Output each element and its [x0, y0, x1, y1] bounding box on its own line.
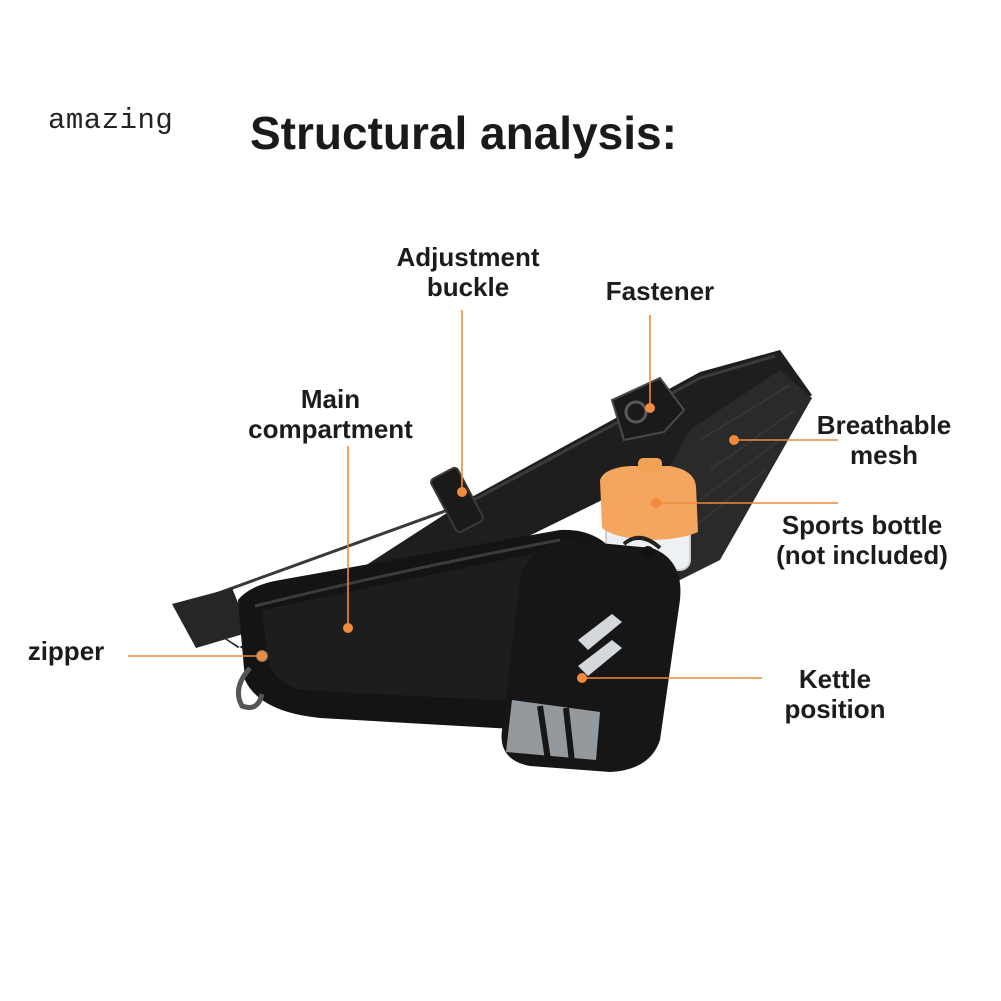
- brand-logo-text: amazing: [48, 104, 174, 137]
- dot-zipper: [257, 651, 267, 661]
- label-line: buckle: [426, 272, 510, 302]
- label-line: compartment: [248, 414, 413, 444]
- label-line: Main: [300, 384, 361, 414]
- label-line: Breathable: [816, 410, 952, 440]
- label-zipper: zipper: [18, 636, 114, 666]
- zipper-line: [254, 538, 561, 608]
- label-line: mesh: [850, 440, 918, 470]
- label-line: Adjustment: [396, 242, 540, 272]
- label-adjustment-buckle: Adjustment buckle: [378, 242, 558, 302]
- label-line: zipper: [27, 636, 105, 666]
- callout-lines: [128, 310, 838, 679]
- adjustment-slider: [430, 466, 484, 534]
- belt-strap-highlight: [179, 354, 776, 609]
- label-breathable-mesh: Breathable mesh: [800, 410, 968, 470]
- label-line: Fastener: [605, 276, 715, 306]
- dot-main-compartment: [343, 623, 353, 633]
- reflective-stripe-bottom: [578, 640, 622, 676]
- strap-end-left: [172, 588, 250, 648]
- dot-sports-bottle: [651, 498, 661, 508]
- callout-dots: [257, 403, 739, 683]
- label-sports-bottle: Sports bottle (not included): [756, 510, 968, 570]
- label-line: (not included): [776, 540, 948, 570]
- label-line: Sports bottle: [781, 510, 943, 540]
- label-main-compartment: Main compartment: [228, 384, 433, 444]
- dot-kettle-position: [577, 673, 587, 683]
- page-title: Structural analysis:: [250, 107, 677, 159]
- label-line: Kettle: [798, 664, 872, 694]
- label-line: position: [784, 694, 886, 724]
- dot-breathable-mesh: [729, 435, 739, 445]
- dot-adjustment-buckle: [457, 487, 467, 497]
- label-kettle-position: Kettle position: [770, 664, 900, 724]
- dot-fastener: [645, 403, 655, 413]
- reflective-stripe-top: [578, 614, 622, 650]
- label-fastener: Fastener: [590, 276, 730, 306]
